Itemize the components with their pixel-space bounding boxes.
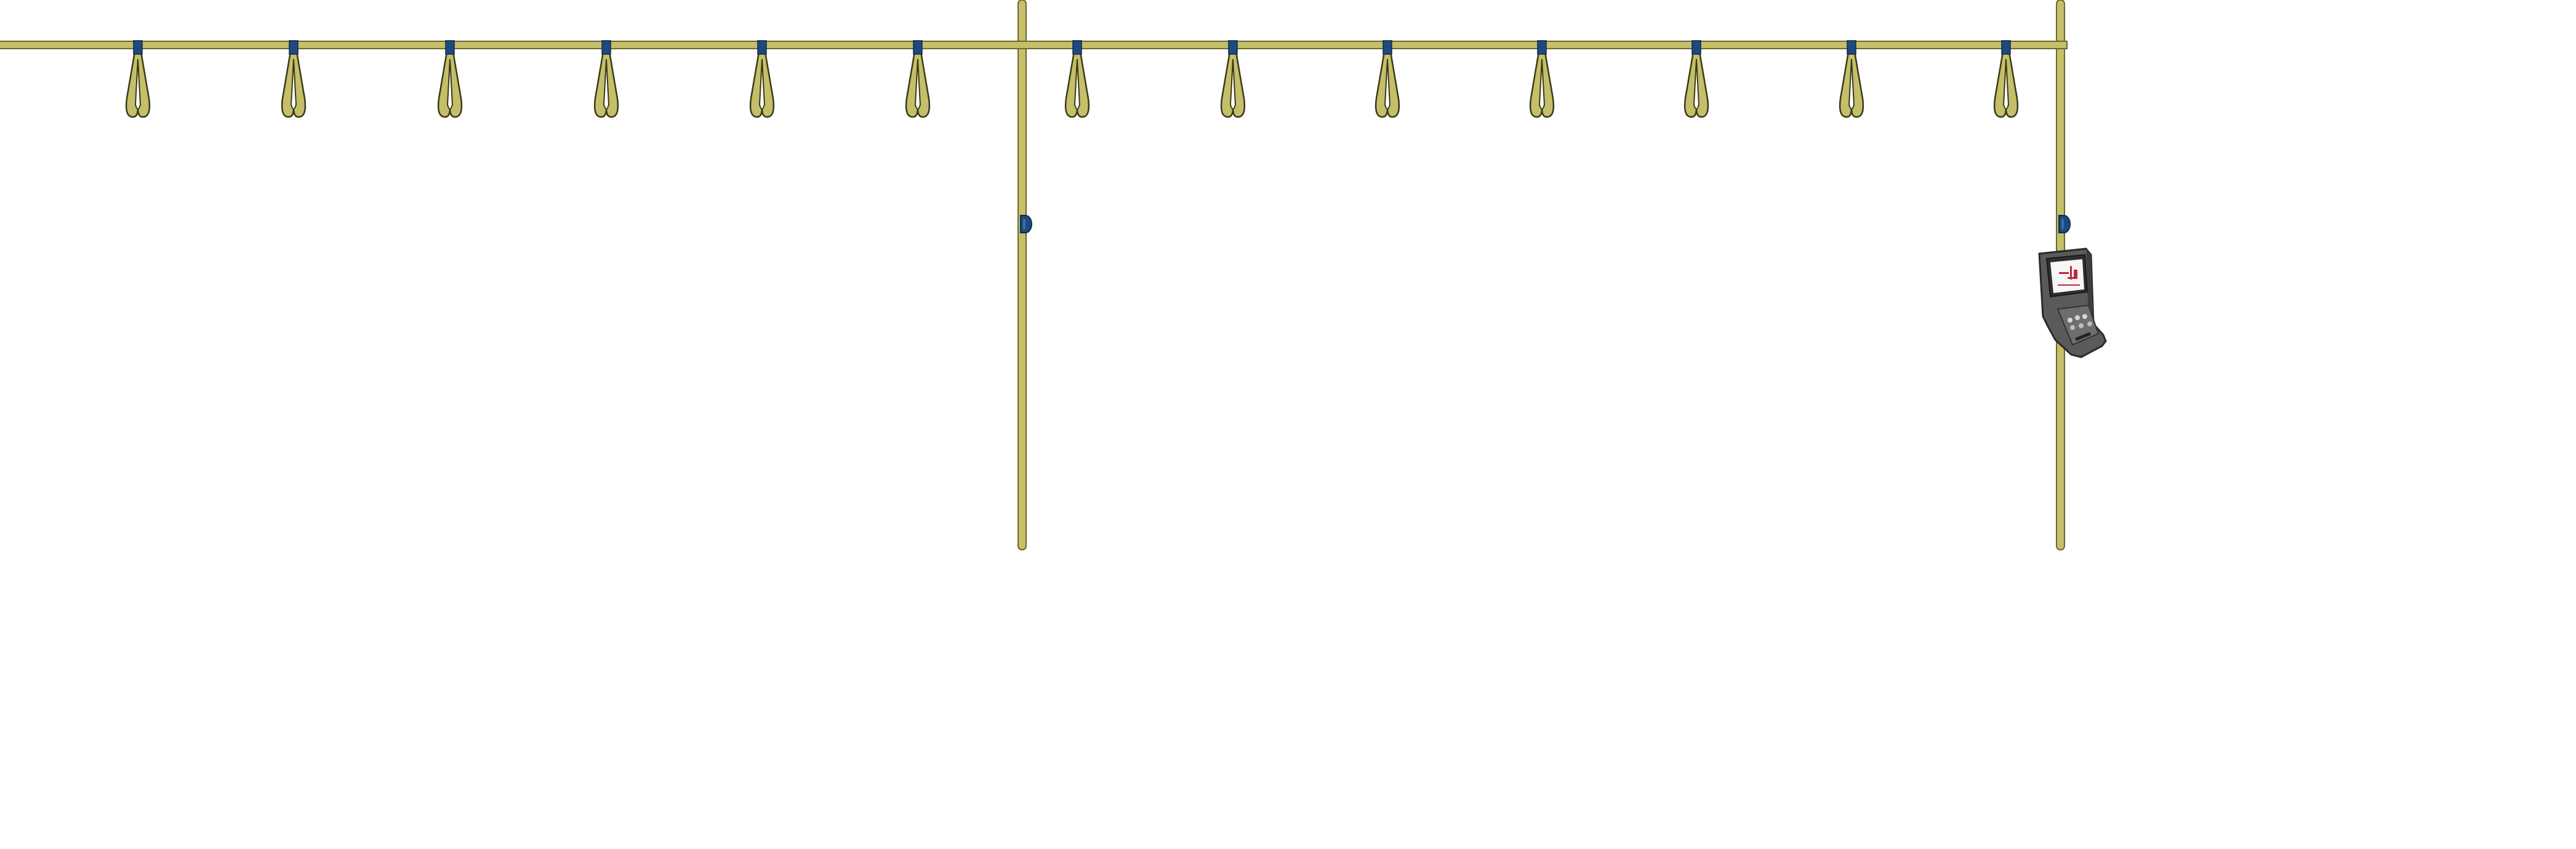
- strap-clip: [1847, 40, 1856, 55]
- hand-strap: [1683, 40, 1709, 118]
- strap-clip: [1382, 40, 1392, 55]
- hand-strap: [1839, 40, 1864, 118]
- strap-clip: [1691, 40, 1701, 55]
- hand-strap: [1220, 40, 1246, 118]
- handrail-bar: [0, 41, 2068, 49]
- hand-strap: [437, 40, 463, 118]
- strap-clip: [601, 40, 611, 55]
- handrail: [0, 41, 2068, 49]
- strap-clip: [2001, 40, 2011, 55]
- strap-clip: [445, 40, 455, 55]
- pole-1: [1017, 0, 1027, 550]
- hand-strap: [125, 40, 151, 118]
- hand-strap: [1529, 40, 1555, 118]
- strap-clip: [289, 40, 299, 55]
- ticket-validator-icon: [2038, 247, 2107, 358]
- hand-strap: [281, 40, 307, 118]
- hand-strap: [905, 40, 931, 118]
- pole-2-clip: [2058, 215, 2071, 233]
- hand-strap: [593, 40, 619, 118]
- hand-strap: [1993, 40, 2019, 118]
- hand-straps: [125, 40, 2019, 118]
- strap-clip: [1537, 40, 1547, 55]
- strap-clip: [1228, 40, 1238, 55]
- pole-1-shaft: [1017, 0, 1027, 550]
- hand-strap: [749, 40, 775, 118]
- strap-clip: [133, 40, 143, 55]
- hand-strap: [1374, 40, 1400, 118]
- hand-strap: [1064, 40, 1090, 118]
- strap-clip: [757, 40, 767, 55]
- strap-clip: [913, 40, 923, 55]
- pole-1-clip: [1020, 215, 1032, 233]
- strap-clip: [1072, 40, 1082, 55]
